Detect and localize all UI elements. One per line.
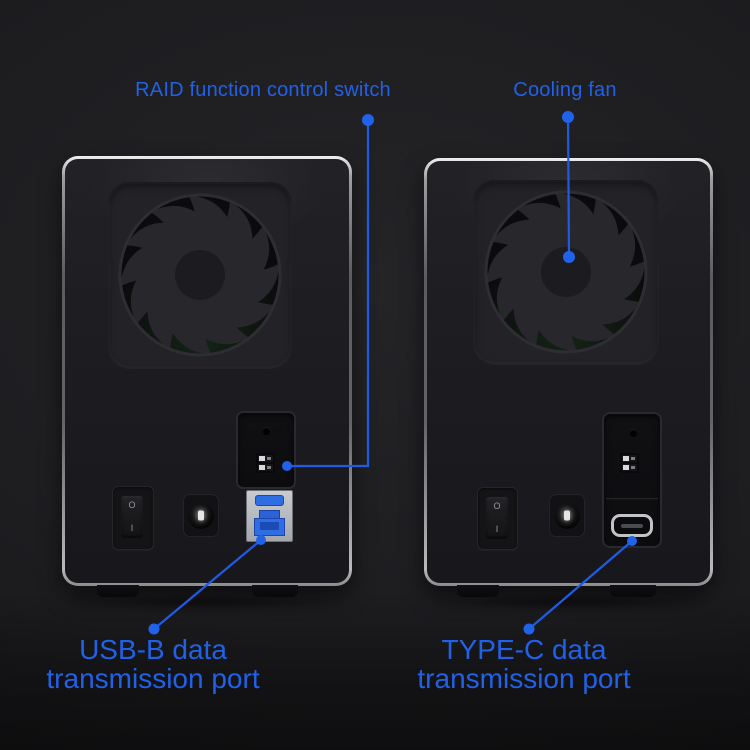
type-c-label: TYPE-C data transmission port bbox=[417, 635, 630, 693]
power-rocker: O I bbox=[121, 496, 143, 538]
enclosure-left: O I bbox=[62, 156, 352, 610]
dc-pin bbox=[198, 510, 204, 520]
device-foot bbox=[252, 585, 298, 597]
panel-seam bbox=[606, 498, 658, 499]
dc-power-jack bbox=[549, 494, 585, 537]
type-c-label-line1: TYPE-C data bbox=[441, 634, 607, 665]
power-off-symbol: O bbox=[493, 501, 501, 511]
raid-switch-label: RAID function control switch bbox=[135, 79, 391, 101]
dc-power-jack bbox=[183, 494, 219, 537]
rear-panel: O I bbox=[427, 161, 710, 583]
raid-dip-switch-icon bbox=[256, 453, 275, 473]
cooling-fan-icon bbox=[483, 189, 649, 355]
dc-pin bbox=[564, 510, 570, 520]
usb3-port-icon bbox=[255, 495, 284, 506]
cooling-fan-icon bbox=[117, 192, 283, 358]
power-off-symbol: O bbox=[128, 500, 136, 510]
usb-b-label-line2: transmission port bbox=[46, 663, 260, 694]
power-switch: O I bbox=[112, 486, 154, 550]
type-c-port-icon bbox=[611, 514, 653, 537]
enclosure-right: O I bbox=[424, 158, 713, 610]
power-on-symbol: I bbox=[495, 524, 499, 534]
fan-grill bbox=[108, 182, 292, 368]
reset-hole-icon bbox=[630, 430, 637, 437]
raid-switch-panel bbox=[236, 411, 296, 489]
power-on-symbol: I bbox=[130, 523, 134, 533]
reset-hole-icon bbox=[263, 428, 270, 435]
power-rocker: O I bbox=[486, 497, 508, 539]
fan-grill bbox=[473, 180, 659, 364]
raid-dip-switch-icon bbox=[620, 453, 639, 473]
device-foot bbox=[457, 585, 499, 597]
raid-switch-and-typec-panel bbox=[602, 412, 662, 548]
rear-panel: O I bbox=[65, 159, 349, 583]
device-foot bbox=[610, 585, 656, 597]
usb-b-label-line1: USB-B data bbox=[79, 634, 227, 665]
cooling-fan-label: Cooling fan bbox=[513, 79, 617, 101]
power-switch: O I bbox=[477, 487, 518, 550]
usb-b-port-icon bbox=[254, 510, 285, 536]
device-foot bbox=[97, 585, 139, 597]
usb-b-label: USB-B data transmission port bbox=[46, 635, 259, 693]
usb-port-plate bbox=[246, 490, 293, 542]
type-c-label-line2: transmission port bbox=[417, 663, 631, 694]
